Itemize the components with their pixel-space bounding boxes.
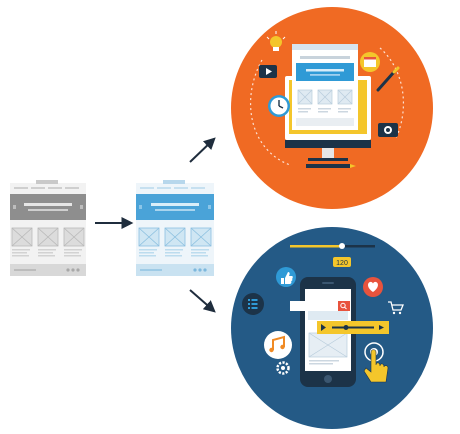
gear-icon xyxy=(276,361,290,375)
hero-banner xyxy=(10,194,86,220)
pointer-hand-icon xyxy=(363,342,389,383)
list-icon xyxy=(242,293,264,315)
arrow-up-right xyxy=(189,137,216,163)
media-player-bar xyxy=(317,321,389,334)
count-badge-label: 120 xyxy=(336,260,348,267)
hero-banner-blue xyxy=(136,194,214,220)
music-icon xyxy=(264,331,292,359)
play-icon xyxy=(259,65,277,78)
count-badge: 120 xyxy=(333,257,351,267)
camera-icon xyxy=(378,123,398,137)
cart-icon xyxy=(388,301,404,315)
paintbrush-icon xyxy=(376,66,400,92)
clock-icon xyxy=(268,95,290,117)
progress-slider xyxy=(290,243,375,249)
search-icon xyxy=(340,302,347,310)
browser-window xyxy=(292,44,358,130)
gray-wireframe-website xyxy=(10,180,86,276)
mobile-app-design: 120 xyxy=(231,227,433,429)
search-bar xyxy=(290,301,350,311)
lightbulb-icon xyxy=(266,31,286,51)
desktop-web-design xyxy=(231,7,433,209)
calendar-icon xyxy=(360,52,380,72)
pencil-icon xyxy=(306,164,356,168)
heart-icon xyxy=(363,277,383,297)
arrow-down-right xyxy=(189,289,216,313)
blue-wireframe-website xyxy=(136,180,214,276)
thumbs-up-icon xyxy=(276,267,296,287)
